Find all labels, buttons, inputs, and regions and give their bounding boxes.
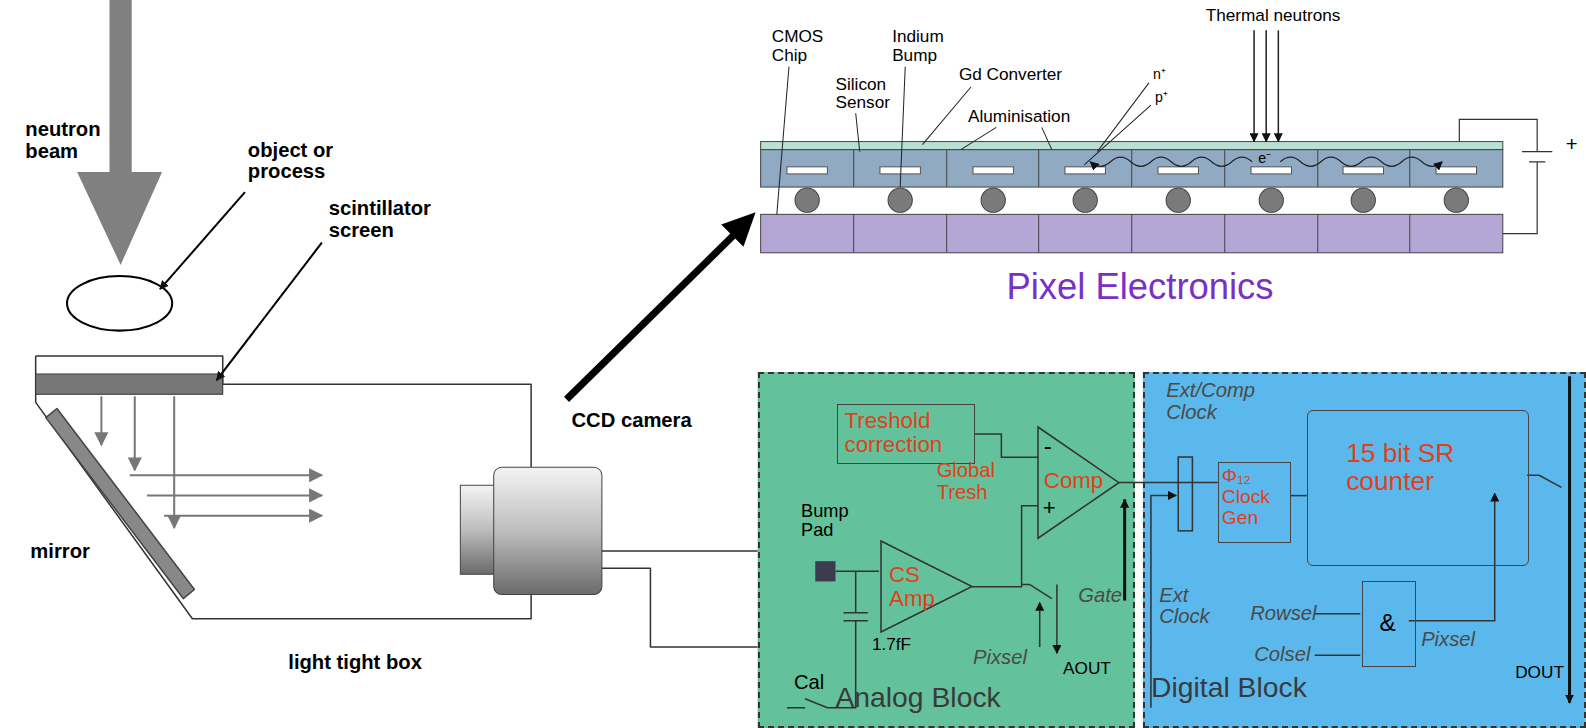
label: Indium Bump <box>892 27 957 64</box>
label: Ext/Comp Clock <box>1166 380 1267 424</box>
label: Thermal neutrons <box>1206 6 1341 25</box>
and-gate: & <box>1362 581 1416 667</box>
label: Pixsel <box>1421 629 1475 651</box>
label: mirror <box>30 541 90 563</box>
label: DOUT <box>1515 663 1564 682</box>
label: p⁺ <box>1155 90 1168 105</box>
label: neutron beam <box>25 119 111 163</box>
threshold-box: Treshold correction <box>837 404 975 465</box>
wire-connector <box>1291 495 1307 496</box>
label: Pixel Electronics <box>1006 267 1273 306</box>
label: Bump Pad <box>801 502 862 541</box>
label: Gd Converter <box>959 65 1062 84</box>
node-text: & <box>1363 610 1412 636</box>
label: object or process <box>248 140 364 184</box>
label: Cal <box>794 672 824 694</box>
node-text: + <box>1043 496 1056 520</box>
node-text: Digital Block <box>1151 672 1307 703</box>
label: AOUT <box>1063 659 1111 678</box>
label: Rowsel <box>1250 603 1316 625</box>
node-text: Treshold correction <box>845 409 970 457</box>
wire-connector <box>975 434 1038 457</box>
counter-box: 15 bit SR counter <box>1307 410 1530 567</box>
label: CCD camera <box>571 410 691 432</box>
block-fills <box>758 372 1586 728</box>
label: scintillator screen <box>329 198 455 242</box>
wire-connector <box>972 506 1038 587</box>
digital-wiring <box>1151 376 1570 708</box>
label: Ext Clock <box>1159 585 1216 629</box>
pixel-detector <box>761 30 1553 252</box>
node-text: Φ₁₂ Clock Gen <box>1222 466 1287 528</box>
neutron-setup <box>36 0 758 647</box>
node-text: - <box>1044 433 1052 459</box>
label: Silicon Sensor <box>835 75 902 112</box>
label: 1.7fF <box>872 635 911 654</box>
analog-wiring <box>787 499 1125 707</box>
label: Global Tresh <box>937 460 1010 504</box>
label: + <box>1566 134 1578 156</box>
label: e⁻ <box>1258 151 1271 166</box>
label: Gate <box>1078 585 1122 607</box>
label: light tight box <box>288 652 422 674</box>
label: CMOS Chip <box>772 27 835 64</box>
comparator-triangle: - Comp + <box>1038 427 1119 538</box>
label: n⁺ <box>1153 67 1166 82</box>
amplifier-triangle: CS Amp <box>881 541 972 632</box>
node-text: Comp <box>1044 469 1103 493</box>
node-text: CS Amp <box>889 563 950 611</box>
node-text: 15 bit SR counter <box>1346 439 1467 496</box>
node-text: Analog Block <box>835 682 1000 713</box>
label: Pixsel <box>973 647 1027 669</box>
clock-gen-box: Φ₁₂ Clock Gen <box>1218 462 1291 543</box>
label: Aluminisation <box>968 107 1070 126</box>
label: Colsel <box>1254 644 1310 666</box>
